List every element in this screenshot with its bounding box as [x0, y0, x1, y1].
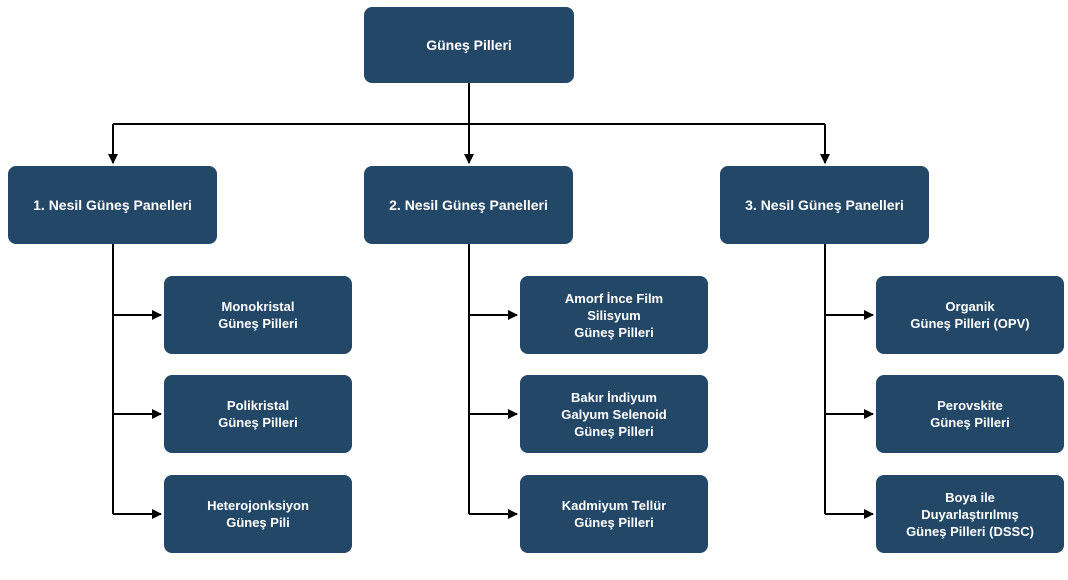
- leaf-node-dssc: Boya ile Duyarlaştırılmış Güneş Pilleri …: [876, 475, 1064, 553]
- leaf-node-perovskite: Perovskite Güneş Pilleri: [876, 375, 1064, 453]
- leaf-node-cigs: Bakır İndiyum Galyum Selenoid Güneş Pill…: [520, 375, 708, 453]
- leaf-node-amorf-ince-film: Amorf İnce Film Silisyum Güneş Pilleri: [520, 276, 708, 354]
- leaf-node-label: Polikristal Güneş Pilleri: [218, 398, 298, 430]
- category-node-3: 3. Nesil Güneş Panelleri: [720, 166, 929, 244]
- root-node: Güneş Pilleri: [364, 7, 574, 83]
- category-node-label: 3. Nesil Güneş Panelleri: [745, 196, 904, 213]
- root-node-label: Güneş Pilleri: [426, 36, 512, 53]
- leaf-node-label: Amorf İnce Film Silisyum Güneş Pilleri: [564, 290, 664, 340]
- leaf-node-heterojonksiyon: Heterojonksiyon Güneş Pili: [164, 475, 352, 553]
- category-node-1: 1. Nesil Güneş Panelleri: [8, 166, 217, 244]
- category-node-label: 2. Nesil Güneş Panelleri: [389, 196, 548, 213]
- leaf-node-label: Monokristal Güneş Pilleri: [218, 299, 298, 331]
- category-node-label: 1. Nesil Güneş Panelleri: [33, 196, 192, 213]
- leaf-node-label: Organik Güneş Pilleri (OPV): [910, 299, 1030, 331]
- leaf-node-label: Kadmiyum Tellür Güneş Pilleri: [561, 498, 667, 530]
- leaf-node-polikristal: Polikristal Güneş Pilleri: [164, 375, 352, 453]
- leaf-node-label: Bakır İndiyum Galyum Selenoid Güneş Pill…: [561, 389, 667, 439]
- leaf-node-label: Perovskite Güneş Pilleri: [930, 398, 1010, 430]
- leaf-node-label: Heterojonksiyon Güneş Pili: [207, 498, 309, 530]
- leaf-node-kadmiyum-tellur: Kadmiyum Tellür Güneş Pilleri: [520, 475, 708, 553]
- leaf-node-monokristal: Monokristal Güneş Pilleri: [164, 276, 352, 354]
- category-node-2: 2. Nesil Güneş Panelleri: [364, 166, 573, 244]
- leaf-node-organik: Organik Güneş Pilleri (OPV): [876, 276, 1064, 354]
- leaf-node-label: Boya ile Duyarlaştırılmış Güneş Pilleri …: [906, 489, 1034, 539]
